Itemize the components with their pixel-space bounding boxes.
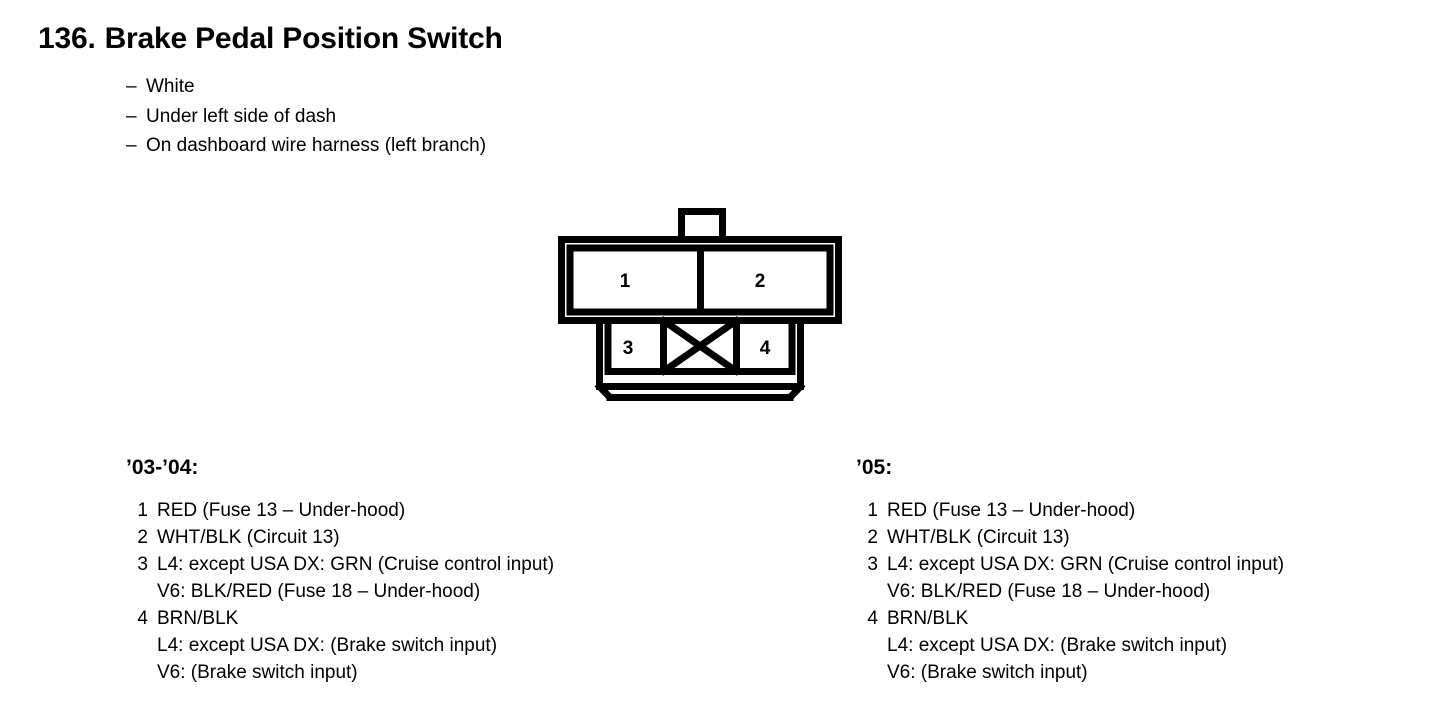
column-heading: ’05: bbox=[856, 456, 893, 479]
pin-number: 3 bbox=[867, 554, 878, 575]
pin-description: BRN/BLK L4: except USA DX: (Brake switch… bbox=[887, 605, 1227, 686]
pin-description: BRN/BLK L4: except USA DX: (Brake switch… bbox=[157, 605, 497, 686]
pin-entry: 2 WHT/BLK (Circuit 13) bbox=[856, 524, 1284, 551]
list-item-label: White bbox=[146, 76, 195, 97]
pin-line: L4: except USA DX: (Brake switch input) bbox=[157, 635, 498, 656]
pin-description: WHT/BLK (Circuit 13) bbox=[887, 524, 1070, 551]
page-title: 136.Brake Pedal Position Switch bbox=[38, 22, 503, 56]
pin-entry: 1 RED (Fuse 13 – Under-hood) bbox=[856, 497, 1284, 524]
pin-description: RED (Fuse 13 – Under-hood) bbox=[887, 497, 1135, 524]
pin-line: L4: except USA DX: (Brake switch input) bbox=[887, 635, 1228, 656]
dash-bullet-icon: – bbox=[126, 76, 137, 97]
pin-number: 3 bbox=[137, 554, 148, 575]
list-item: –On dashboard wire harness (left branch) bbox=[126, 131, 486, 161]
page-title-number: 136. bbox=[38, 22, 96, 55]
lower-cavity-frame bbox=[604, 317, 796, 375]
pin-entry: 4 BRN/BLK L4: except USA DX: (Brake swit… bbox=[126, 605, 554, 686]
pin-line: V6: BLK/RED (Fuse 18 – Under-hood) bbox=[887, 581, 1211, 602]
pin-number: 2 bbox=[867, 527, 878, 548]
pin-number: 4 bbox=[137, 608, 148, 629]
pin-number: 1 bbox=[867, 500, 878, 521]
pin-column-03-04: ’03-’04: 1 RED (Fuse 13 – Under-hood) 2 … bbox=[126, 456, 554, 686]
pin-line: RED (Fuse 13 – Under-hood) bbox=[157, 500, 406, 521]
cavity-label-2: 2 bbox=[755, 271, 766, 292]
pin-line: V6: (Brake switch input) bbox=[887, 662, 1088, 683]
list-item-label: On dashboard wire harness (left branch) bbox=[146, 135, 487, 156]
latch-tab-icon bbox=[678, 208, 726, 243]
description-list: –White –Under left side of dash –On dash… bbox=[126, 72, 486, 161]
cavity-label-1: 1 bbox=[620, 271, 631, 292]
pin-entry: 1 RED (Fuse 13 – Under-hood) bbox=[126, 497, 554, 524]
pin-line: BRN/BLK bbox=[157, 608, 239, 629]
connector-drawing: 1 2 3 4 bbox=[558, 208, 842, 401]
cavity-label-4: 4 bbox=[760, 338, 771, 359]
pin-description: L4: except USA DX: GRN (Cruise control i… bbox=[157, 551, 554, 605]
page-title-text: Brake Pedal Position Switch bbox=[104, 22, 503, 55]
pin-column-05: ’05: 1 RED (Fuse 13 – Under-hood) 2 WHT/… bbox=[856, 456, 1284, 686]
blank-cavity-x-icon bbox=[659, 316, 741, 376]
pin-line: RED (Fuse 13 – Under-hood) bbox=[887, 500, 1136, 521]
pin-line: BRN/BLK bbox=[887, 608, 969, 629]
pin-description: L4: except USA DX: GRN (Cruise control i… bbox=[887, 551, 1284, 605]
pin-entry: 3 L4: except USA DX: GRN (Cruise control… bbox=[126, 551, 554, 605]
cavity-label-3: 3 bbox=[623, 338, 634, 359]
pin-line: V6: BLK/RED (Fuse 18 – Under-hood) bbox=[157, 581, 481, 602]
list-item: –White bbox=[126, 72, 486, 102]
connector-diagram: 1 2 3 4 bbox=[558, 205, 842, 405]
pin-description: WHT/BLK (Circuit 13) bbox=[157, 524, 340, 551]
pin-number: 1 bbox=[137, 500, 148, 521]
pin-entry: 3 L4: except USA DX: GRN (Cruise control… bbox=[856, 551, 1284, 605]
pin-entry: 4 BRN/BLK L4: except USA DX: (Brake swit… bbox=[856, 605, 1284, 686]
pin-line: WHT/BLK (Circuit 13) bbox=[157, 527, 340, 548]
pin-line: L4: except USA DX: GRN (Cruise control i… bbox=[157, 554, 555, 575]
pin-line: L4: except USA DX: GRN (Cruise control i… bbox=[887, 554, 1285, 575]
dash-bullet-icon: – bbox=[126, 135, 137, 156]
dash-bullet-icon: – bbox=[126, 105, 137, 127]
pin-description: RED (Fuse 13 – Under-hood) bbox=[157, 497, 405, 524]
column-heading: ’03-’04: bbox=[126, 456, 199, 479]
pin-entry: 2 WHT/BLK (Circuit 13) bbox=[126, 524, 554, 551]
pin-number: 4 bbox=[867, 608, 878, 629]
pin-line: V6: (Brake switch input) bbox=[157, 662, 358, 683]
pin-line: WHT/BLK (Circuit 13) bbox=[887, 527, 1070, 548]
pin-number: 2 bbox=[137, 527, 148, 548]
list-item-label: Under left side of dash bbox=[146, 105, 337, 127]
list-item: –Under left side of dash bbox=[126, 102, 486, 132]
